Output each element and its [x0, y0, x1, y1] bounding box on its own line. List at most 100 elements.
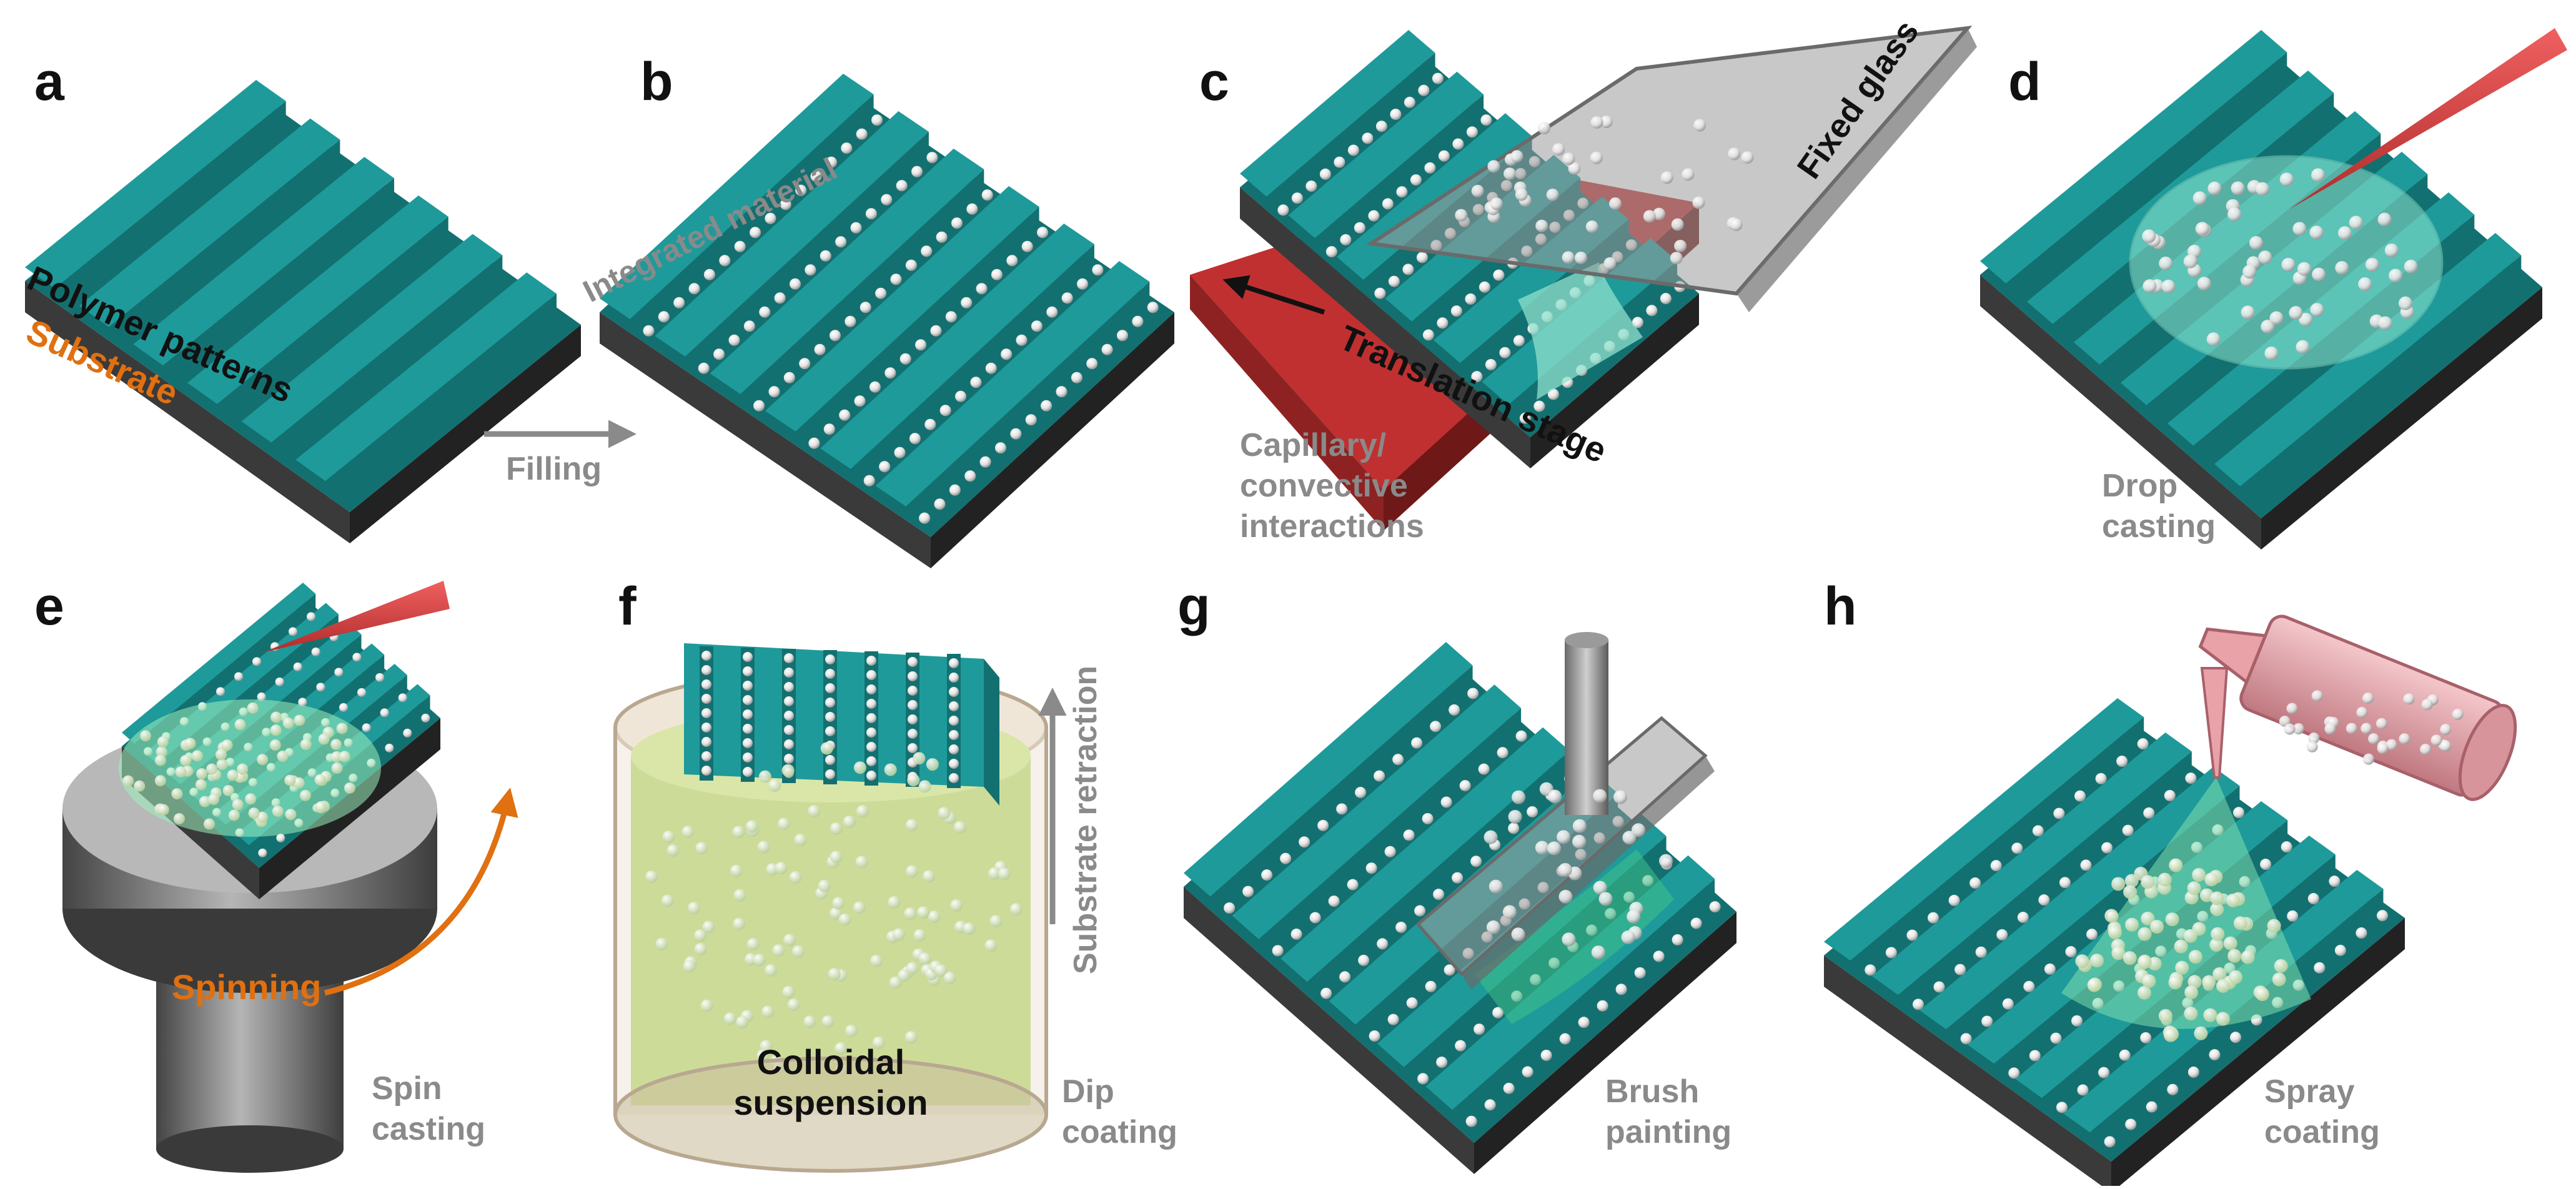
- particle: [195, 779, 207, 791]
- particle: [1377, 938, 1389, 950]
- label-dip: Dip: [1062, 1073, 1114, 1110]
- particle: [2194, 1026, 2208, 1040]
- ridge-top: [1281, 727, 1570, 982]
- particle: [2159, 256, 2173, 270]
- particle: [2421, 699, 2433, 711]
- particle: [245, 793, 257, 805]
- particle: [2187, 881, 2201, 895]
- label-spray: Spray: [2264, 1073, 2355, 1110]
- particle: [157, 736, 169, 747]
- particle: [1086, 358, 1098, 370]
- particle: [884, 763, 897, 776]
- substrate-front: [1824, 955, 2111, 1189]
- ridge-side: [795, 207, 1039, 445]
- particle: [2209, 1049, 2221, 1061]
- particle: [1436, 1056, 1448, 1068]
- particle: [919, 512, 931, 524]
- particle: [1613, 790, 1627, 804]
- particle: [728, 334, 740, 346]
- particle: [2169, 858, 2183, 872]
- particle: [2141, 911, 2155, 925]
- particle: [1486, 920, 1500, 934]
- particle: [1508, 809, 1522, 824]
- fixed-glass-edge: [1736, 28, 1977, 312]
- particle: [2158, 1009, 2172, 1023]
- particle: [2032, 825, 2044, 837]
- glass-particles: [1455, 116, 1754, 270]
- particle: [781, 764, 795, 777]
- particle: [789, 871, 802, 884]
- label-brush: Brush: [1605, 1073, 1699, 1110]
- particle: [899, 353, 911, 365]
- particle: [1593, 881, 1607, 895]
- ridge-side: [2006, 52, 2287, 297]
- particle: [645, 870, 658, 883]
- particle: [222, 785, 234, 797]
- particle: [1339, 971, 1351, 983]
- ridge-top: [710, 149, 984, 394]
- particle: [2334, 944, 2346, 956]
- particle: [234, 672, 243, 681]
- particle: [694, 943, 707, 956]
- particle: [794, 834, 807, 847]
- particle: [1484, 830, 1498, 844]
- particle: [976, 283, 988, 295]
- ridge-top: [1824, 698, 2144, 961]
- ridge-side: [1266, 52, 1435, 210]
- particle: [2141, 875, 2155, 889]
- particle: [1540, 1049, 1552, 1061]
- particle: [1347, 144, 1359, 156]
- particle: [2430, 734, 2442, 746]
- particle: [293, 662, 302, 671]
- particle: [782, 985, 795, 999]
- particle: [843, 816, 856, 829]
- spin-shaft-bottom: [156, 1125, 344, 1173]
- particle: [2187, 975, 2202, 989]
- particle: [841, 142, 853, 154]
- spray-cone: [2061, 777, 2311, 1029]
- particle: [1404, 96, 1415, 108]
- panel-h: h Spray coating: [1824, 576, 2517, 1189]
- particle: [2002, 998, 2014, 1010]
- particle: [823, 423, 835, 435]
- particle: [1261, 869, 1273, 881]
- spray-bottle-end: [2458, 704, 2517, 801]
- particle: [905, 259, 917, 271]
- particle: [894, 446, 906, 458]
- particle: [2212, 967, 2227, 981]
- pipette-tip: [2289, 28, 2567, 209]
- particle: [2233, 807, 2245, 819]
- panel-f: f Colloidal suspension Substrate retract…: [613, 576, 1177, 1173]
- particle: [2165, 912, 2179, 927]
- particle: [2161, 279, 2176, 294]
- particle: [1242, 886, 1254, 897]
- particle: [207, 794, 219, 806]
- particle: [134, 780, 146, 792]
- particle: [1449, 704, 1460, 716]
- particle: [939, 405, 951, 417]
- particle: [385, 743, 394, 752]
- particle: [1969, 877, 1981, 889]
- ridge-side: [54, 101, 286, 302]
- particle: [743, 681, 753, 691]
- particle: [234, 719, 246, 731]
- particle: [655, 937, 668, 950]
- particle: [991, 269, 1003, 280]
- particle: [949, 773, 959, 783]
- particle: [866, 728, 876, 738]
- particle: [1424, 162, 1436, 174]
- particle: [2368, 733, 2380, 745]
- panel-d: d Drop casting: [1980, 28, 2567, 550]
- particle: [825, 755, 835, 765]
- spin-pipette-tip: [262, 581, 450, 653]
- particle: [1336, 803, 1348, 815]
- particle: [1016, 334, 1028, 346]
- particle: [701, 694, 711, 704]
- particle: [2440, 724, 2452, 736]
- particle: [2157, 872, 2172, 887]
- particle: [2184, 985, 2199, 1000]
- particle: [1438, 150, 1450, 162]
- particle: [938, 807, 951, 820]
- particle: [2307, 893, 2319, 905]
- particle: [1557, 830, 1571, 844]
